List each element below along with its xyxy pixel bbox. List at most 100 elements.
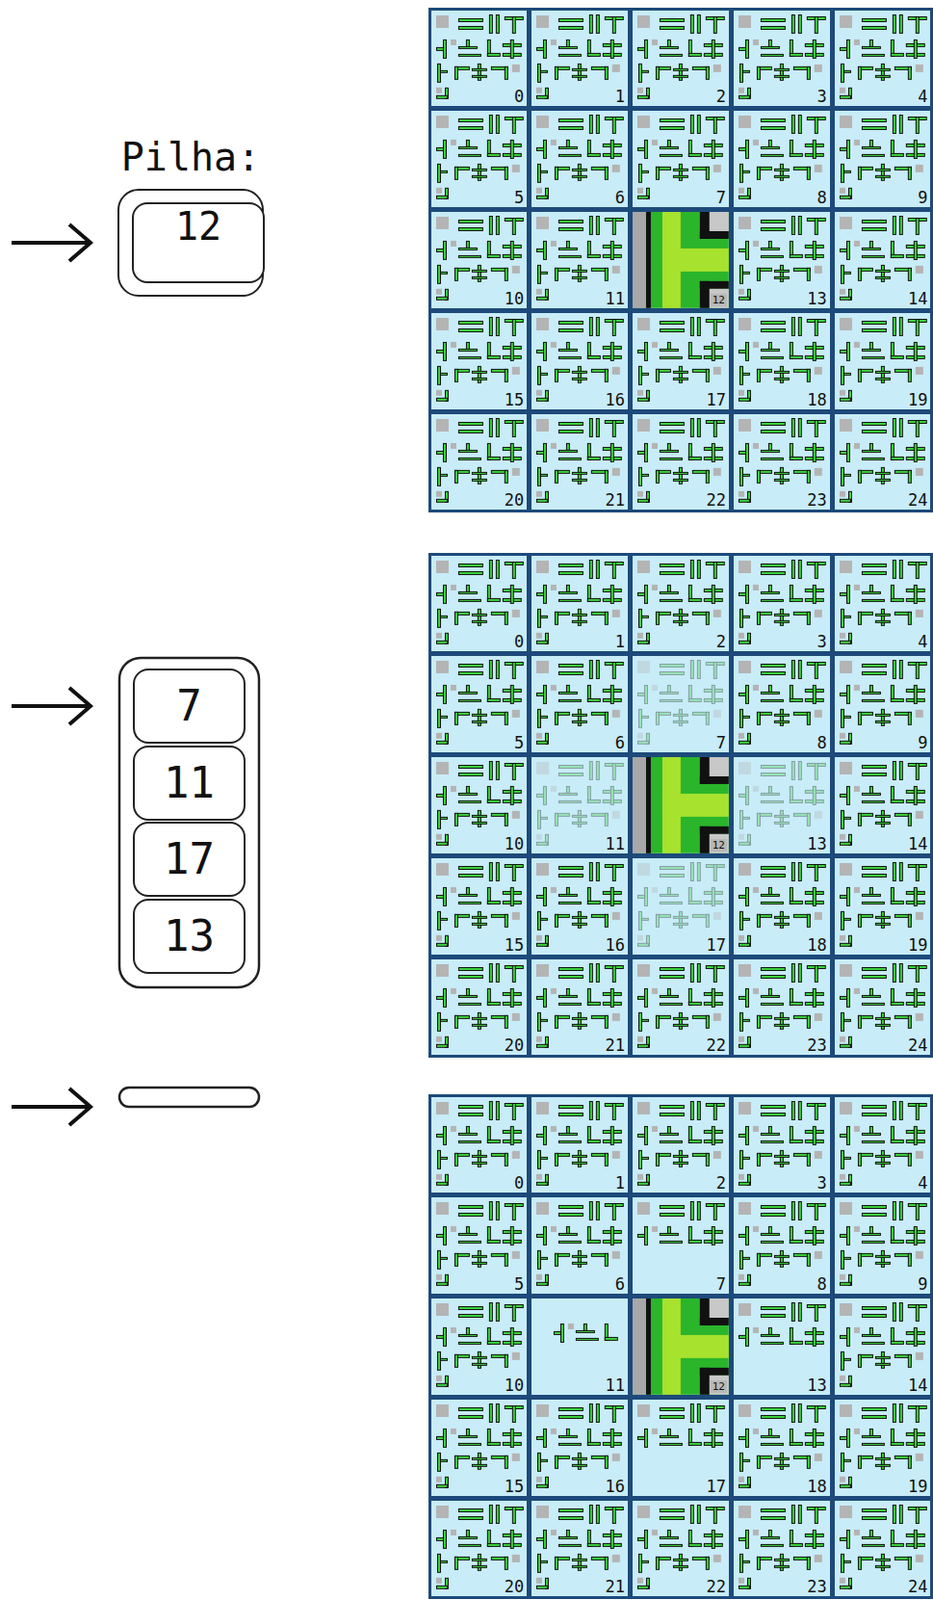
wall-edge <box>760 328 786 333</box>
maze-piece <box>436 264 441 285</box>
maze-piece <box>511 116 516 134</box>
wall-edge <box>690 114 695 134</box>
wall-edge <box>457 247 477 251</box>
grass-strip <box>440 271 446 274</box>
grass-strip <box>544 39 546 57</box>
wall-edge <box>537 365 542 386</box>
grass-strip <box>537 350 544 353</box>
maze-piece <box>470 67 487 71</box>
maze-piece <box>839 296 852 301</box>
wall-edge <box>536 248 545 253</box>
maze-piece <box>659 356 683 360</box>
maze-piece <box>511 164 519 173</box>
grass-strip <box>440 473 446 476</box>
grass-strip <box>471 370 486 373</box>
grass-strip <box>436 249 442 252</box>
maze-piece <box>610 240 615 260</box>
wall-edge <box>890 51 905 56</box>
wall-edge <box>470 74 487 78</box>
maze-piece <box>536 491 543 497</box>
wall-edge <box>554 469 559 484</box>
maze-piece <box>435 248 443 253</box>
grass-strip <box>442 140 445 158</box>
maze-piece <box>892 13 897 33</box>
maze-piece <box>465 38 469 47</box>
wall-edge <box>779 163 784 182</box>
grass-strip <box>668 342 671 349</box>
tile-number: 5 <box>514 187 524 208</box>
wall-edge <box>742 372 751 376</box>
wall-edge <box>558 17 584 22</box>
grass-strip <box>611 140 614 158</box>
maze-piece <box>907 267 912 282</box>
maze-piece <box>678 62 683 80</box>
maze-piece <box>752 341 759 348</box>
maze-piece <box>713 15 718 33</box>
wall-edge <box>465 240 469 249</box>
wall-edge <box>742 69 751 73</box>
grass-strip <box>442 39 445 57</box>
grey-block <box>738 14 752 27</box>
wall-edge <box>869 139 874 148</box>
maze-piece <box>806 166 811 181</box>
tile-number: 8 <box>816 187 827 208</box>
maze-piece <box>705 368 710 383</box>
wall-edge <box>881 264 885 283</box>
maze-piece <box>881 62 885 80</box>
grass-strip <box>596 216 599 234</box>
wall-edge <box>843 170 852 174</box>
wall-edge <box>596 316 600 337</box>
maze-piece <box>465 240 469 249</box>
wall-edge <box>875 175 891 179</box>
grey-block <box>839 317 853 331</box>
grass-strip <box>638 350 645 353</box>
wall-edge <box>875 168 891 172</box>
maze-piece <box>678 365 683 384</box>
wall-edge <box>861 255 885 259</box>
grass-strip <box>893 14 896 32</box>
grass-strip <box>440 70 446 73</box>
grass-strip <box>436 148 442 151</box>
maze-piece <box>537 264 542 285</box>
grey-block <box>550 341 557 348</box>
maze-piece <box>738 248 747 253</box>
grass-strip <box>900 317 903 336</box>
wall-edge <box>470 370 487 374</box>
wall-edge <box>875 377 891 381</box>
maze-piece <box>439 271 447 275</box>
maze-piece <box>774 175 790 179</box>
maze-piece <box>465 139 469 148</box>
maze-piece <box>577 365 582 384</box>
maze-piece <box>791 114 796 134</box>
wall-edge <box>915 15 920 33</box>
grey-block <box>536 86 543 93</box>
wall-edge <box>899 13 904 33</box>
maze-piece <box>612 318 617 337</box>
maze-piece <box>892 114 897 134</box>
grass-strip <box>458 155 480 157</box>
grey-block <box>915 164 924 173</box>
maze-piece <box>752 240 759 247</box>
maze-piece <box>713 366 722 375</box>
maze-piece <box>760 255 784 259</box>
wall-edge <box>756 65 761 79</box>
maze-piece <box>453 65 458 79</box>
grass-strip <box>495 14 498 32</box>
maze-piece <box>861 52 885 56</box>
grey-block <box>536 115 549 129</box>
maze-piece <box>913 240 918 260</box>
maze-piece <box>587 51 601 56</box>
maze-piece <box>457 219 483 224</box>
grass-strip <box>559 329 583 332</box>
wall-edge <box>915 318 920 337</box>
grass-strip <box>471 176 486 179</box>
maze-piece <box>558 118 584 123</box>
wall-edge <box>875 269 891 273</box>
tile-number: 21 <box>605 490 625 510</box>
maze-piece <box>435 498 447 503</box>
wall-edge <box>791 316 796 337</box>
grass-strip <box>559 457 581 460</box>
tile-pattern <box>839 114 928 200</box>
grass-strip <box>893 216 896 234</box>
grass-strip <box>437 164 440 182</box>
